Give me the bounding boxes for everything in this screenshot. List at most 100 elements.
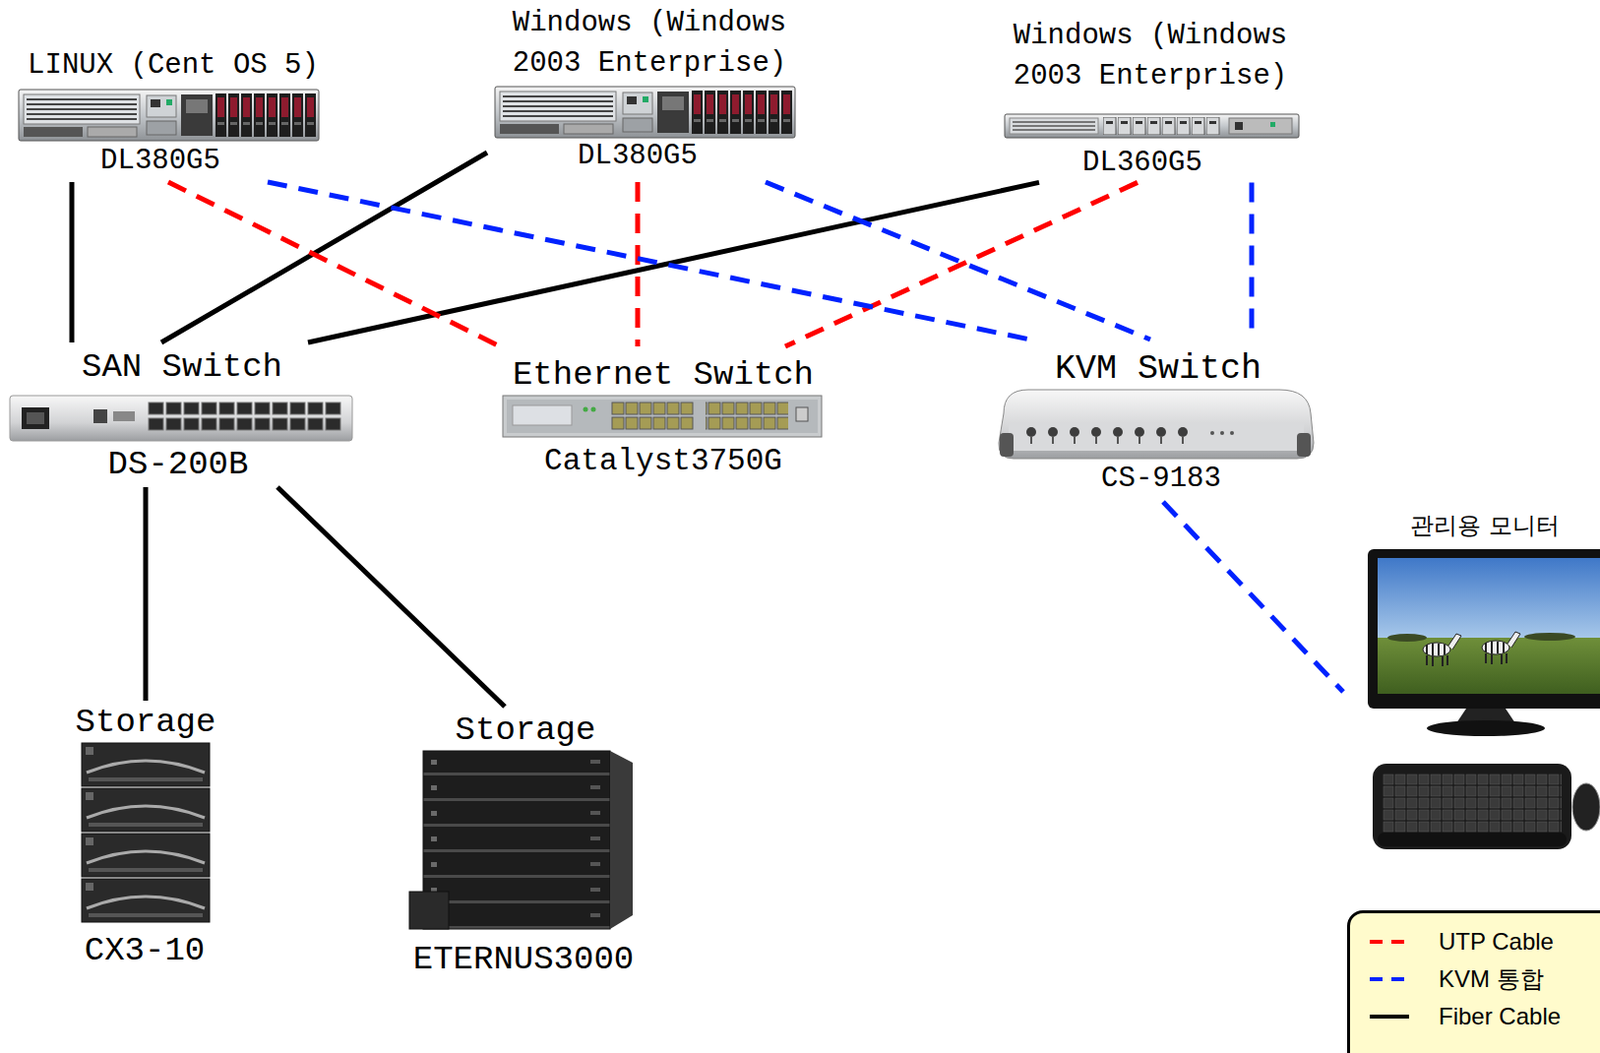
monitor-illustration [1382,773,1562,833]
ethernet-switch-illustration [796,407,808,422]
device-node: Ethernet SwitchCatalyst3750G [492,346,832,483]
kvm-switch-illustration [998,389,1314,459]
server-illustration [1012,122,1096,130]
device-label: LINUX (Cent OS 5) [27,49,319,84]
legend-line-sample [1369,1011,1410,1022]
monitor-illustration [1377,832,1567,847]
legend-line-sample [1369,936,1410,947]
monitor-illustration [1367,549,1600,709]
ethernet-switch-illustration [705,401,789,431]
fiber-cable [277,487,505,707]
ethernet-switch-illustration [512,405,572,426]
ethernet-switch-illustration [502,395,822,437]
legend-line-sample [1369,1014,1410,1019]
server-illustration [1229,118,1293,134]
storage-illustration [423,750,611,929]
utp-cable [785,182,1138,347]
kvm-switch-illustration [1023,425,1197,449]
device-node: LINUX (Cent OS 5) DL380G5 [14,39,330,183]
monitor-illustration [1377,637,1600,694]
ethernet-switch-illustration [583,407,589,413]
kvm-switch-illustration [999,432,1014,457]
ethernet-switch-illustration [502,395,822,437]
device-label: Storage [455,710,597,751]
monitor-illustration [1367,549,1600,850]
model-name: DL380G5 [577,139,698,175]
device-node: Windows (Windows 2003 Enterprise)DL380G5 [487,0,802,183]
server-illustration [1234,122,1243,130]
device-label: SAN Switch [81,347,283,388]
device-node: KVM SwitchCS-9183 [988,339,1324,502]
kvm-switch-illustration [998,389,1314,459]
model-name: Catalyst3750G [544,442,783,480]
legend-text: UTP Cable [1438,927,1554,956]
kvm-cable [267,182,1031,340]
legend-line-sample [1369,977,1410,982]
storage-illustration [81,833,210,877]
monitor-illustration [1372,763,1572,850]
server-illustration [1004,114,1299,138]
device-label: 관리용 모니터 [1410,511,1560,541]
device-label: Storage [75,702,217,743]
zebra-illustration [1448,633,1462,650]
monitor-illustration [1524,632,1576,641]
device-label: KVM Switch [1054,348,1262,390]
storage-illustration [81,788,210,832]
san-switch-illustration [113,411,135,422]
device-node: StorageCX3-10 [59,700,235,975]
server-illustration [1270,122,1276,127]
san-switch-illustration [9,395,353,441]
zebra-illustration [1481,640,1510,655]
model-name: CS-9183 [1101,462,1222,497]
san-switch-illustration [147,401,254,433]
device-node: StorageETERNUS3000 [393,706,660,983]
legend-text: Fiber Cable [1438,1002,1561,1031]
ethernet-switch-illustration [611,401,694,431]
storage-illustration [81,742,210,787]
san-switch-illustration [9,395,353,441]
server-illustration [1103,117,1222,135]
kvm-cable [1249,182,1255,340]
kvm-cable [765,182,1151,340]
ethernet-switch-illustration [591,407,597,413]
model-name: ETERNUS3000 [413,939,634,981]
device-node: 관리용 모니터 [1343,501,1597,857]
monitor-illustration [1426,720,1545,737]
zebra-illustration [1481,631,1521,665]
kvm-switch-illustration [1008,423,1304,451]
storage-illustration [81,878,210,923]
model-name: DL380G5 [100,144,221,180]
kvm-switch-illustration [1296,432,1311,457]
storage-illustration [81,742,210,923]
san-switch-illustration [26,412,45,425]
utp-cable [168,182,500,347]
zebra-illustration [1422,633,1462,667]
san-switch-illustration [93,409,108,424]
kvm-switch-illustration [1210,430,1215,435]
server-illustration [1004,114,1299,138]
fiber-cable [143,487,149,701]
kvm-cable [1163,501,1344,692]
legend-text: KVM 통합 [1438,963,1544,995]
model-name: DL360G5 [1082,146,1203,182]
storage-illustration [409,750,633,929]
model-name: CX3-10 [84,930,205,972]
zebra-illustration [1485,641,1504,654]
monitor-illustration [1387,633,1427,642]
device-node: Windows (Windows 2003 Enterprise)DL360G5 [984,11,1309,183]
legend-row: UTP Cable [1369,927,1554,956]
kvm-switch-illustration [1230,430,1234,435]
storage-illustration [409,891,449,929]
server-illustration [494,86,796,138]
monitor-illustration [1572,783,1600,831]
san-switch-illustration [21,407,50,430]
kvm-switch-illustration [1220,430,1225,435]
zebra-illustration [1422,642,1451,657]
model-name: DS-200B [108,444,249,486]
legend-box: UTP CableKVM 통합 Fiber Cable [1347,910,1600,1053]
ethernet-switch-illustration [506,399,818,433]
device-node: SAN SwitchDS-200B [7,342,357,488]
legend-line-sample [1369,974,1410,985]
